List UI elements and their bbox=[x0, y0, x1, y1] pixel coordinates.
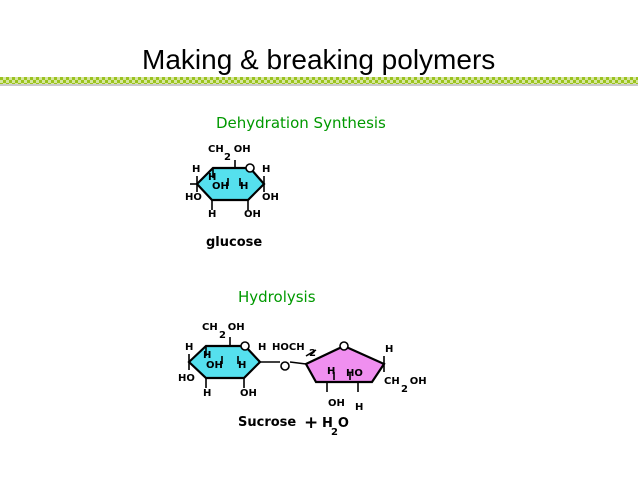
svg-text:H: H bbox=[355, 402, 363, 413]
svg-text:HO: HO bbox=[322, 416, 349, 431]
svg-text:H: H bbox=[203, 350, 211, 361]
svg-text:OH: OH bbox=[262, 192, 279, 203]
glucose-unit-ring-oxygen bbox=[240, 341, 250, 351]
svg-text:H: H bbox=[203, 388, 211, 399]
title-rule bbox=[0, 77, 638, 86]
svg-text:H: H bbox=[208, 209, 216, 220]
svg-text:2: 2 bbox=[331, 427, 338, 438]
svg-text:OH: OH bbox=[206, 360, 223, 371]
section2-heading: Hydrolysis bbox=[238, 288, 316, 306]
svg-text:2: 2 bbox=[401, 384, 408, 395]
svg-text:2: 2 bbox=[224, 152, 231, 163]
svg-text:H: H bbox=[327, 366, 335, 377]
svg-text:HO: HO bbox=[178, 373, 195, 384]
slide-title: Making & breaking polymers bbox=[142, 44, 496, 75]
bridge-oxygen-circle bbox=[280, 361, 290, 371]
fructose-unit bbox=[280, 341, 386, 392]
glucose-molecule bbox=[190, 160, 266, 210]
svg-text:2: 2 bbox=[309, 348, 316, 359]
glucose-unit-ring bbox=[187, 344, 262, 380]
svg-text:H: H bbox=[240, 181, 248, 192]
ring-oxygen bbox=[245, 163, 255, 173]
svg-text:+: + bbox=[304, 413, 318, 433]
svg-text:HO: HO bbox=[185, 192, 202, 203]
svg-text:H: H bbox=[258, 342, 266, 353]
svg-text:HOCH: HOCH bbox=[272, 342, 305, 353]
svg-text:H: H bbox=[262, 164, 270, 175]
fructose-ring-oxygen bbox=[339, 341, 349, 351]
glucose-caption: glucose bbox=[206, 235, 262, 250]
svg-text:OH: OH bbox=[240, 388, 257, 399]
glucose-unit bbox=[187, 337, 280, 388]
svg-text:H: H bbox=[185, 342, 193, 353]
svg-text:OH: OH bbox=[244, 209, 261, 220]
svg-text:HO: HO bbox=[346, 368, 363, 379]
section1-heading: Dehydration Synthesis bbox=[216, 114, 386, 132]
svg-text:H: H bbox=[192, 164, 200, 175]
svg-text:OH: OH bbox=[328, 398, 345, 409]
svg-text:Sucrose: Sucrose bbox=[238, 415, 296, 430]
svg-text:H: H bbox=[238, 360, 246, 371]
svg-text:OH: OH bbox=[212, 181, 229, 192]
svg-text:2: 2 bbox=[219, 330, 226, 341]
svg-text:H: H bbox=[385, 344, 393, 355]
fructose-ring bbox=[304, 344, 386, 384]
svg-text:H: H bbox=[208, 172, 216, 183]
